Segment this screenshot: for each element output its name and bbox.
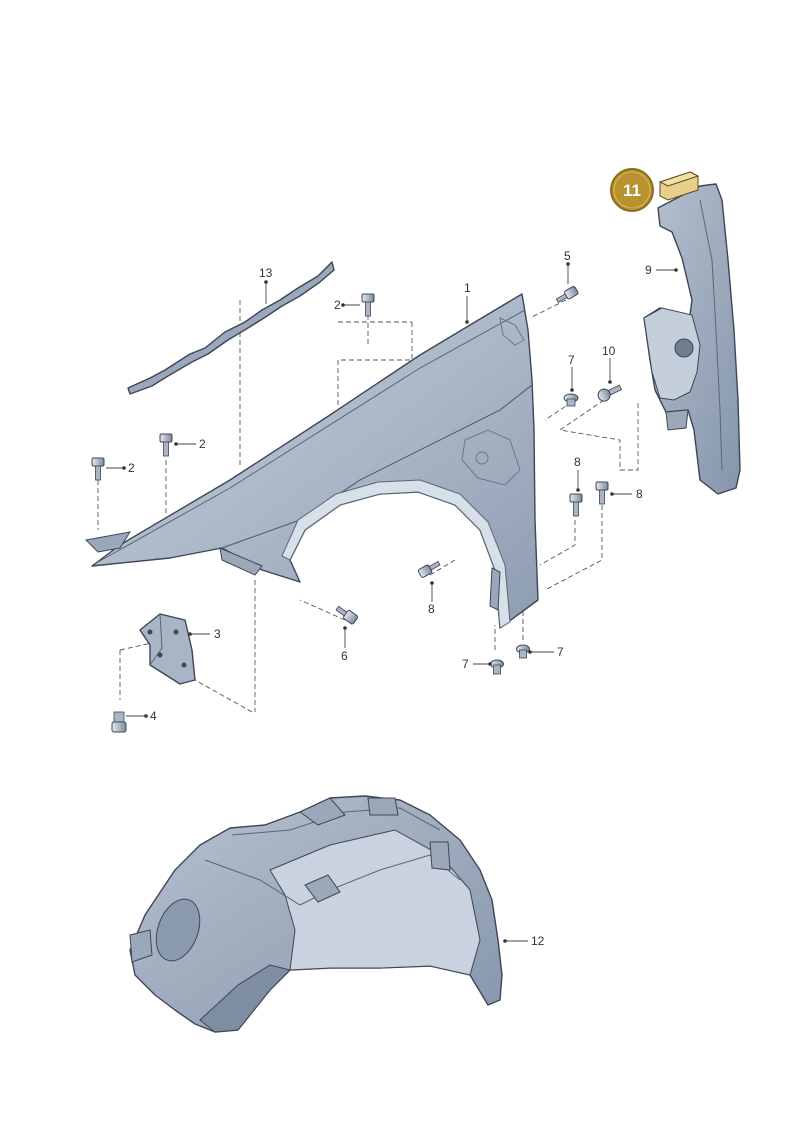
callout-7: 7 [568, 353, 575, 367]
callout-8: 8 [574, 455, 581, 469]
fender-part-1 [84, 293, 539, 629]
callout-3: 3 [214, 627, 221, 641]
clip-icon [516, 644, 530, 659]
bolt-icon [335, 605, 359, 625]
clip-icon [490, 659, 504, 675]
callout-9: 9 [645, 263, 652, 277]
badge-label: 11 [623, 181, 641, 200]
foam-insert-part-11 [658, 171, 700, 201]
cover-part-9 [643, 183, 741, 495]
bolt-icon [159, 433, 173, 457]
fasteners [91, 286, 623, 733]
screw-icon [555, 286, 579, 303]
callout-2: 2 [128, 461, 135, 475]
bracket-part-3 [139, 613, 196, 685]
callout-6: 6 [341, 649, 348, 663]
bolt-icon [595, 481, 609, 505]
callout-4: 4 [150, 709, 157, 723]
callout-7: 7 [557, 645, 564, 659]
callout-13: 13 [259, 266, 273, 280]
seal-strip-part-13 [127, 261, 335, 395]
highlight-badge-11[interactable]: 11 [610, 168, 654, 212]
wheel-housing-liner-part-12 [129, 795, 503, 1033]
callout-2: 2 [199, 437, 206, 451]
callout-5: 5 [564, 249, 571, 263]
callout-12: 12 [531, 934, 545, 948]
callout-7: 7 [462, 657, 469, 671]
screw-icon [597, 384, 623, 402]
leader-dots [122, 262, 678, 943]
callout-2: 2 [334, 298, 341, 312]
callout-labels: 1 2 2 2 2 3 4 5 6 7 7 7 7 8 8 8 9 10 12 … [128, 249, 652, 948]
bolt-icon [361, 293, 375, 317]
callout-8: 8 [428, 602, 435, 616]
callout-8: 8 [636, 487, 643, 501]
clip-icon [563, 393, 579, 407]
bolt-icon [569, 493, 583, 517]
callout-10: 10 [602, 344, 616, 358]
leader-lines [106, 264, 676, 942]
bolt-icon [91, 457, 105, 481]
screw-icon [417, 560, 441, 578]
callout-1: 1 [464, 281, 471, 295]
bolt-icon [111, 711, 127, 733]
